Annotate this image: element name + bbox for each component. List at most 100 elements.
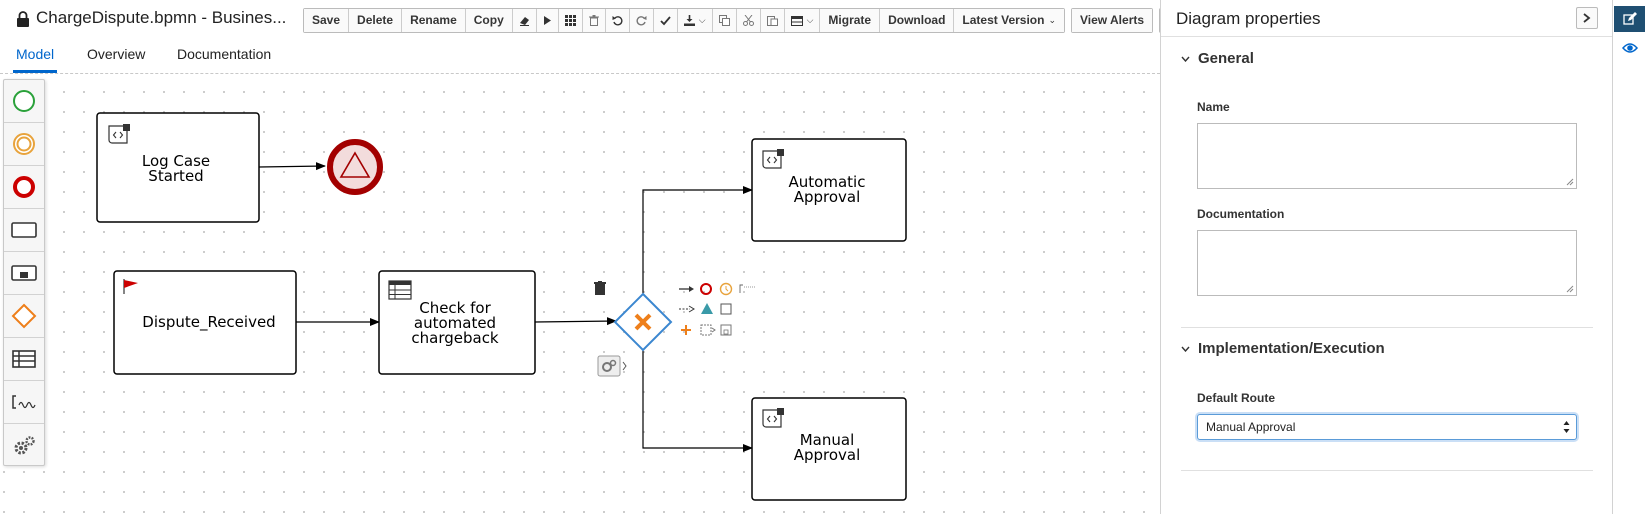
palette-end-event[interactable] xyxy=(4,166,44,209)
select-arrows-icon xyxy=(1563,421,1570,433)
task-label: Dispute_Received xyxy=(142,313,275,332)
chevron-down-icon: ⌵ xyxy=(806,15,814,25)
grid-icon xyxy=(564,15,576,26)
view-mode-dropdown-button[interactable]: ⌵ xyxy=(784,9,821,32)
palette-start-event[interactable] xyxy=(4,80,44,123)
tab-documentation[interactable]: Documentation xyxy=(177,46,272,62)
end-event-icon xyxy=(13,176,35,198)
sequence-flow[interactable] xyxy=(258,162,326,171)
default-route-label: Default Route xyxy=(1197,391,1275,405)
name-label: Name xyxy=(1197,100,1230,114)
eraser-icon xyxy=(519,17,529,26)
view-alerts-button[interactable]: View Alerts xyxy=(1072,9,1153,32)
palette-gateway[interactable] xyxy=(4,295,44,338)
validate-button[interactable] xyxy=(653,9,678,32)
task-manual-approval[interactable]: Manual Approval xyxy=(751,397,907,501)
end-signal-event[interactable] xyxy=(327,139,383,195)
copy-element-button[interactable] xyxy=(712,9,737,32)
migrate-button[interactable]: Migrate xyxy=(820,9,881,32)
task-dispute-received[interactable]: Dispute_Received xyxy=(113,270,297,375)
task-check-automated-chargeback[interactable]: Check for automated chargeback xyxy=(378,270,536,375)
section-divider xyxy=(1181,470,1593,471)
cut-button[interactable] xyxy=(736,9,761,32)
play-icon xyxy=(543,16,551,25)
tab-model[interactable]: Model xyxy=(16,46,55,62)
documentation-field[interactable] xyxy=(1197,230,1577,296)
timer-event-shortcut-icon[interactable] xyxy=(719,282,733,296)
task-automatic-approval[interactable]: Automatic Approval xyxy=(751,138,907,242)
preview-panel-toggle[interactable] xyxy=(1614,36,1645,60)
flag-icon xyxy=(123,279,138,294)
subprocess-shortcut-icon[interactable] xyxy=(700,324,716,336)
resize-grip-icon xyxy=(1566,178,1574,186)
undo-button[interactable] xyxy=(605,9,630,32)
default-route-value: Manual Approval xyxy=(1206,420,1296,434)
intermediate-event-icon xyxy=(13,133,35,155)
file-title: ChargeDispute.bpmn - Busines... xyxy=(36,8,287,27)
properties-panel-toggle[interactable] xyxy=(1614,6,1645,32)
export-dropdown-button[interactable]: ⌵ xyxy=(677,9,713,32)
collapse-panel-button[interactable] xyxy=(1576,7,1598,29)
section-divider xyxy=(1181,327,1593,328)
chevron-right-icon xyxy=(1583,13,1591,23)
palette-custom-tasks[interactable] xyxy=(4,424,44,467)
redo-button[interactable] xyxy=(629,9,654,32)
add-element-icon[interactable] xyxy=(681,325,691,335)
association-connector-icon[interactable] xyxy=(679,305,695,313)
sequence-flow-connector-icon[interactable] xyxy=(679,286,694,292)
sequence-flow[interactable] xyxy=(534,317,617,326)
signal-triangle-icon xyxy=(339,151,371,178)
palette-task[interactable] xyxy=(4,209,44,252)
table-icon xyxy=(12,350,36,368)
editor-toolbar: Save Delete Rename Copy xyxy=(303,8,1208,33)
trash-button[interactable] xyxy=(582,9,606,32)
editor-tabs: Model Overview Documentation xyxy=(0,36,1160,74)
play-button[interactable] xyxy=(536,9,559,32)
subprocess-icon xyxy=(11,265,37,281)
delete-button[interactable]: Delete xyxy=(349,9,403,32)
palette-intermediate-event[interactable] xyxy=(4,123,44,166)
chevron-down-icon xyxy=(1181,56,1190,62)
diagram-canvas[interactable]: Log Case Started Dispute_Received xyxy=(0,73,1160,514)
signal-event-shortcut-icon[interactable] xyxy=(701,303,713,314)
collapsed-subprocess-shortcut-icon[interactable] xyxy=(720,324,732,336)
palette-text-annotation[interactable] xyxy=(4,381,44,424)
palette-subprocess[interactable] xyxy=(4,252,44,295)
grid-button[interactable] xyxy=(558,9,583,32)
latest-version-dropdown[interactable]: Latest Version ⌄ xyxy=(954,9,1064,32)
undo-icon xyxy=(612,16,623,26)
general-section-toggle[interactable]: General xyxy=(1181,50,1254,67)
exclusive-gateway[interactable] xyxy=(613,292,673,352)
documentation-label: Documentation xyxy=(1197,207,1285,221)
eye-icon xyxy=(1621,43,1638,53)
end-event-shortcut-icon[interactable] xyxy=(700,283,712,295)
chevron-down-icon: ⌄ xyxy=(1048,15,1056,25)
section-heading: General xyxy=(1198,50,1254,67)
morph-gear-icon[interactable] xyxy=(597,355,627,377)
download-button[interactable]: Download xyxy=(880,9,955,32)
copy-button[interactable]: Copy xyxy=(465,9,513,32)
task-label: Started xyxy=(148,167,203,185)
checkmark-icon xyxy=(660,15,671,25)
delete-element-icon[interactable] xyxy=(594,281,606,295)
task-shortcut-icon[interactable] xyxy=(720,303,732,315)
paste-button[interactable] xyxy=(760,9,785,32)
tab-overview[interactable]: Overview xyxy=(87,46,146,62)
sequence-flow[interactable] xyxy=(642,186,753,294)
palette-data-object[interactable] xyxy=(4,338,44,381)
save-button[interactable]: Save xyxy=(304,9,350,32)
start-event-icon xyxy=(13,90,35,112)
default-route-select[interactable]: Manual Approval xyxy=(1197,414,1577,440)
text-annotation-shortcut-icon[interactable] xyxy=(739,284,756,293)
task-log-case-started[interactable]: Log Case Started xyxy=(96,112,260,223)
active-tab-indicator xyxy=(13,70,57,73)
sequence-flow[interactable] xyxy=(642,349,753,452)
toolbar-group-alerts: View Alerts xyxy=(1071,8,1154,33)
rename-button[interactable]: Rename xyxy=(402,9,466,32)
chevron-down-icon xyxy=(1181,346,1190,352)
implementation-section-toggle[interactable]: Implementation/Execution xyxy=(1181,340,1385,357)
name-field[interactable] xyxy=(1197,123,1577,189)
x-marker-icon xyxy=(634,313,652,331)
task-label: Manual xyxy=(800,431,855,449)
eraser-button[interactable] xyxy=(512,9,537,32)
